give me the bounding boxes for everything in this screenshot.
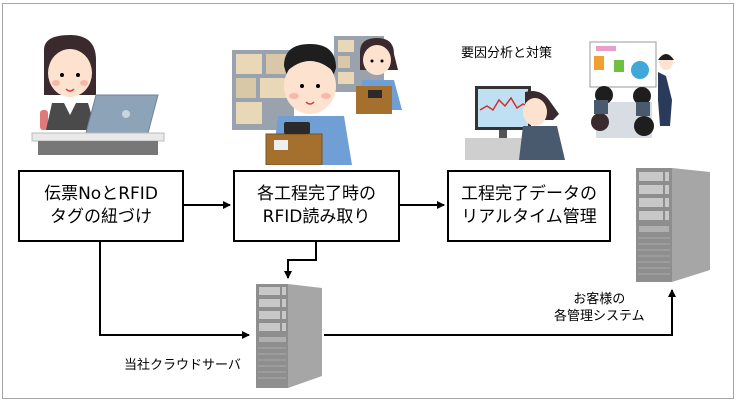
step-box-line2: RFID読み取り — [262, 207, 371, 227]
step-box-line1: 各工程完了時の — [257, 184, 376, 204]
warehouse-workers-illustration — [232, 36, 402, 165]
step-box-realtime-management: 工程完了データの リアルタイム管理 — [447, 170, 611, 242]
customer-label-line2: 各管理システム — [554, 309, 645, 324]
office-worker-illustration — [31, 35, 165, 155]
step-box-rfid-read: 各工程完了時の RFID読み取り — [233, 170, 400, 242]
customer-systems-label: お客様の 各管理システム — [554, 291, 645, 325]
diagram-frame — [2, 3, 734, 399]
analysis-label: 要因分析と対策 — [461, 46, 553, 61]
step-box-link-tag: 伝票NoとRFID タグの紐づけ — [18, 170, 184, 242]
cloud-server-label: 当社クラウドサーバ — [124, 358, 241, 373]
step-box-line2: タグの紐づけ — [50, 207, 152, 227]
step-box-line2: リアルタイム管理 — [461, 207, 597, 227]
customer-server-icon — [636, 168, 710, 282]
meeting-illustration — [589, 41, 674, 138]
arrow-box2-to-cloud — [284, 241, 317, 279]
cloud-server-icon — [256, 284, 322, 388]
step-box-line1: 伝票NoとRFID — [44, 184, 158, 204]
arrow-cloud-to-customer — [324, 289, 676, 336]
arrow-box1-to-cloud — [99, 241, 250, 339]
analyst-illustration — [465, 86, 565, 160]
customer-label-line1: お客様の — [573, 292, 626, 307]
step-box-line1: 工程完了データの — [461, 184, 597, 204]
